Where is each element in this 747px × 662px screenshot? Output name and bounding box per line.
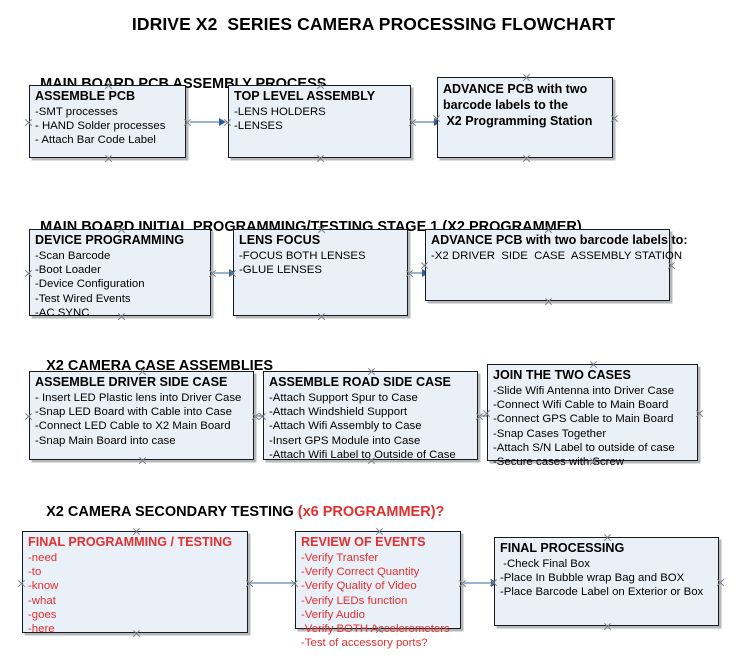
connection-handle-left[interactable] (24, 412, 33, 421)
connection-handle-bottom[interactable] (316, 154, 325, 163)
node-item: -X2 DRIVER SIDE CASE ASSEMBLY STATION (431, 250, 683, 262)
node-item: -Attach Wifi Label to Outside of Case (269, 448, 456, 461)
section-heading-x2-camera-case-assemblies: X2 CAMERA CASE ASSEMBLIES (30, 342, 273, 390)
node-item: -to (28, 566, 42, 579)
node-title: REVIEW OF EVENTS (301, 535, 426, 549)
node-title: FINAL PROGRAMMING / TESTING (28, 535, 233, 549)
node-item: -Verify BOTH Accelerometers (301, 623, 450, 636)
section-heading-x2-camera-secondary-testing: X2 CAMERA SECONDARY TESTING (x6 PROGRAMM… (30, 488, 444, 536)
node-item: - HAND Solder processes (35, 120, 166, 133)
node-title: LENS FOCUS (239, 233, 321, 247)
node-item: -Attach Wifi Assembly to Case (269, 420, 422, 433)
connection-handle-bottom[interactable] (522, 154, 531, 163)
node-item: X2 Programming Station (443, 114, 593, 128)
connector-assemble-pcb-to-top-level (190, 121, 221, 123)
node-advance-pcb-to-driver-side-case[interactable]: ADVANCE PCB with two barcode labels to: … (425, 229, 688, 301)
connector-arrowhead (229, 268, 236, 277)
node-item: -Verify Quality of Video (301, 580, 417, 593)
node-item: - Insert LED Plastic lens into Driver Ca… (35, 392, 242, 404)
node-final-programming-testing[interactable]: FINAL PROGRAMMING / TESTING -need -to -k… (22, 531, 248, 636)
node-title: ASSEMBLE DRIVER SIDE CASE (35, 375, 228, 389)
node-item: -here (28, 623, 55, 636)
node-item: -LENS HOLDERS (234, 106, 326, 118)
connector-review-of-events-to-final-processing (464, 582, 494, 584)
node-item: ADVANCE PCB with two (443, 82, 588, 96)
connection-handle-bottom[interactable] (544, 297, 553, 306)
node-item: -LENSES (234, 120, 283, 133)
connector-arrowhead (219, 117, 226, 126)
node-device-programming[interactable]: DEVICE PROGRAMMING -Scan Barcode -Boot L… (29, 229, 211, 319)
node-item-overflow: -Test of accessory ports? (301, 637, 428, 650)
node-item: -AC SYNC (35, 306, 90, 319)
node-item: -Snap Cases Together (493, 427, 607, 440)
node-item: -Connect LED Cable to X2 Main Board (35, 420, 231, 433)
connection-handle-bottom[interactable] (603, 622, 612, 631)
node-item: -Device Configuration (35, 278, 145, 291)
page-title: IDRIVE X2 SERIES CAMERA PROCESSING FLOWC… (131, 14, 616, 34)
node-title: ASSEMBLE ROAD SIDE CASE (269, 375, 451, 389)
node-advance-pcb-to-programming-station[interactable]: ADVANCE PCB with two barcode labels to t… (437, 77, 613, 158)
connection-handle-bottom[interactable] (317, 312, 326, 321)
node-item: -Verify Correct Quantity (301, 566, 420, 579)
node-item: -Attach Support Spur to Case (269, 392, 418, 404)
node-item: -need (28, 552, 58, 564)
node-item: -what (28, 594, 56, 607)
node-item: -goes (28, 608, 57, 621)
connection-handle-bottom[interactable] (138, 456, 147, 465)
node-item: -Slide Wifi Antenna into Driver Case (493, 385, 675, 397)
connection-handle-right[interactable] (716, 578, 725, 587)
node-item: - Attach Bar Code Label (35, 134, 156, 147)
node-item: -Test Wired Events (35, 292, 131, 305)
node-item: -Attach S/N Label to outside of case (493, 441, 675, 454)
node-item: -Verify Audio (301, 608, 365, 621)
node-item: -Place Barcode Label on Exterior or Box (500, 586, 704, 599)
connection-handle-left[interactable] (24, 269, 33, 278)
node-item: -Verify Transfer (301, 552, 379, 564)
node-item: -Snap Main Board into case (35, 434, 176, 447)
connection-handle-right[interactable] (695, 409, 704, 418)
node-title: DEVICE PROGRAMMING (35, 233, 185, 247)
node-item: -Scan Barcode (35, 250, 111, 262)
node-final-processing[interactable]: FINAL PROCESSING -Check Final Box -Place… (494, 537, 719, 626)
node-title: JOIN THE TWO CASES (493, 368, 631, 382)
node-title: ADVANCE PCB with two barcode labels to: (431, 233, 688, 247)
connection-handle-right[interactable] (667, 261, 676, 270)
node-lens-focus[interactable]: LENS FOCUS -FOCUS BOTH LENSES -GLUE LENS… (233, 229, 408, 316)
node-item: -Connect GPS Cable to Main Board (493, 413, 674, 426)
node-review-of-events[interactable]: REVIEW OF EVENTS -Verify Transfer -Verif… (295, 531, 461, 649)
node-assemble-pcb[interactable]: ASSEMBLE PCB -SMT processes - HAND Solde… (29, 85, 186, 158)
node-item: -GLUE LENSES (239, 264, 322, 277)
node-item: -Boot Loader (35, 264, 101, 277)
node-top-level-assembly[interactable]: TOP LEVEL ASSEMBLY -LENS HOLDERS -LENSES (228, 85, 411, 158)
node-title: FINAL PROCESSING (500, 541, 625, 555)
connection-handle-bottom[interactable] (104, 154, 113, 163)
section-heading-accent: (x6 PROGRAMMER)? (297, 504, 445, 520)
node-item: -Verify LEDs function (301, 594, 408, 607)
connection-handle-left[interactable] (24, 118, 33, 127)
node-item: -SMT processes (35, 106, 118, 118)
node-item: -Connect Wifi Cable to Main Board (493, 399, 669, 412)
section-heading-text: X2 CAMERA SECONDARY TESTING (46, 504, 298, 520)
node-item: -Insert GPS Module into Case (269, 434, 421, 447)
node-item: barcode labels to the (443, 98, 569, 112)
node-title: TOP LEVEL ASSEMBLY (234, 89, 376, 103)
connector-device-programming-to-lens-focus (214, 272, 232, 274)
node-item: -know (28, 580, 59, 593)
node-assemble-driver-side-case[interactable]: ASSEMBLE DRIVER SIDE CASE - Insert LED P… (29, 371, 254, 460)
node-title: ASSEMBLE PCB (35, 89, 136, 103)
section-heading-text: X2 CAMERA CASE ASSEMBLIES (46, 358, 274, 374)
node-item: -Snap LED Board with Cable into Case (35, 406, 232, 419)
connector-lens-focus-to-advance-pcb-driver (411, 272, 425, 274)
node-item: -Check Final Box (500, 558, 590, 570)
node-join-the-two-cases[interactable]: JOIN THE TWO CASES -Slide Wifi Antenna i… (487, 364, 698, 468)
connection-handle-left[interactable] (17, 579, 26, 588)
node-item: -Attach Windshield Support (269, 406, 408, 419)
node-item: -Place In Bubble wrap Bag and BOX (500, 572, 685, 585)
node-assemble-road-side-case[interactable]: ASSEMBLE ROAD SIDE CASE -Attach Support … (263, 371, 478, 461)
connection-handle-right[interactable] (610, 114, 619, 123)
node-item: -Secure cases with Screw (493, 456, 625, 469)
connector-final-programming-to-review-of-events (251, 582, 296, 584)
connector-top-level-to-advance-pcb (414, 121, 437, 123)
node-item: -FOCUS BOTH LENSES (239, 250, 366, 262)
